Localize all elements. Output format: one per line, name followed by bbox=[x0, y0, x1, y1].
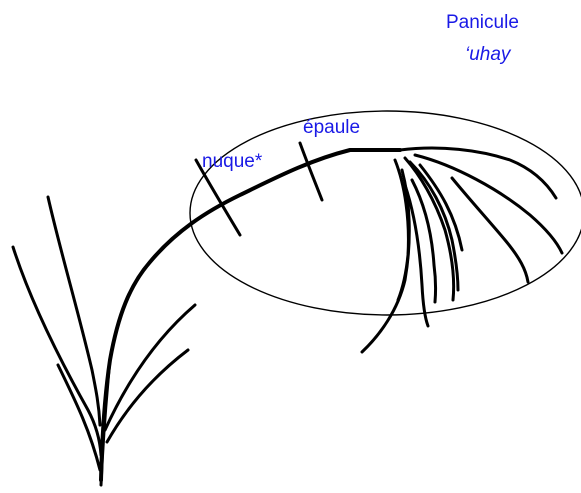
shoulder-label: épaule bbox=[303, 118, 360, 137]
panicle-branch-1 bbox=[400, 148, 556, 198]
shoulder-branch bbox=[300, 143, 322, 200]
panicle-label: Panicule bbox=[446, 13, 519, 32]
leaf-5 bbox=[107, 350, 188, 442]
main-stem bbox=[101, 150, 400, 480]
panicle-ellipse bbox=[190, 111, 581, 315]
leaf-1 bbox=[48, 197, 100, 425]
neck-label: nuque* bbox=[202, 152, 262, 171]
panicle-local-label: ‘uhay bbox=[465, 45, 510, 64]
panicle-branch-2 bbox=[415, 155, 562, 253]
panicle-branch-3 bbox=[452, 178, 528, 282]
panicle-branch-8 bbox=[362, 170, 409, 352]
